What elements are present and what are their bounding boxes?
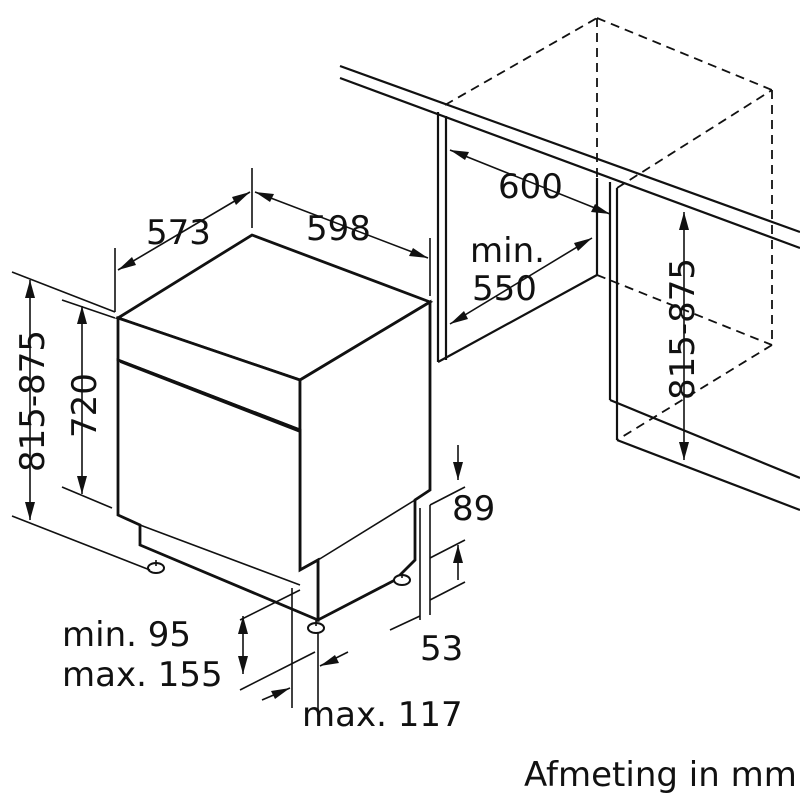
label-min-550-line1: min. — [470, 231, 545, 271]
label-max-117: max. 117 — [302, 695, 463, 735]
label-plinth-89: 89 — [452, 489, 495, 529]
label-depth-573: 573 — [146, 213, 211, 253]
label-plinth-53: 53 — [420, 629, 463, 669]
dishwasher-feet — [147, 560, 411, 634]
label-height-range-right: 815-875 — [663, 258, 703, 400]
label-niche-depth-600: 600 — [498, 167, 563, 207]
label-foot-max-155: max. 155 — [62, 655, 223, 695]
label-width-598: 598 — [306, 209, 371, 249]
label-height-720: 720 — [65, 373, 105, 438]
label-height-range-left: 815-875 — [13, 330, 53, 472]
dishwasher-body — [114, 233, 434, 623]
label-foot-min-95: min. 95 — [62, 615, 191, 655]
label-min-550-line2: 550 — [472, 269, 537, 309]
label-unit-note: Afmeting in mm — [524, 755, 797, 795]
dimension-lines — [11, 149, 689, 715]
